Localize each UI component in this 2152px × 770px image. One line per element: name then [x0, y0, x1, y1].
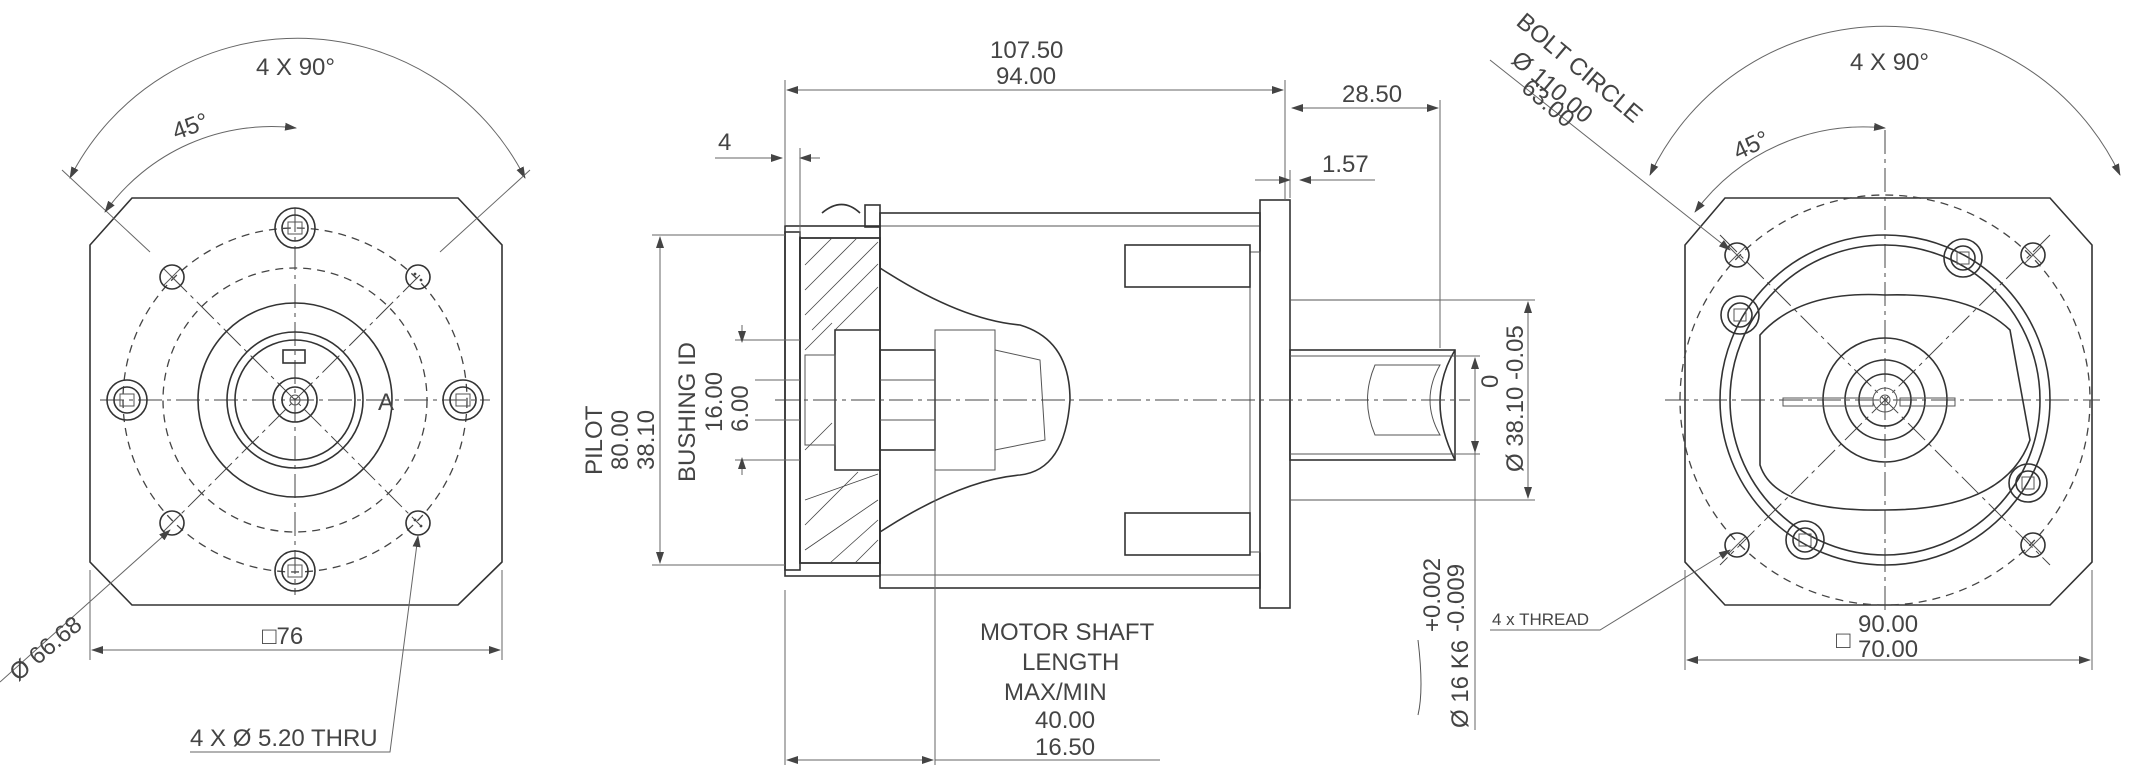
left-bolt-head — [442, 379, 484, 421]
right-bolt-head — [2008, 463, 2048, 503]
output-flange — [1259, 199, 1291, 609]
flange-offset: 1.57 — [1322, 151, 1369, 178]
output-shaft — [1289, 349, 1456, 461]
right-outline — [1684, 197, 2093, 606]
left-angle-45: 45° — [169, 108, 212, 146]
shaft-length: 28.50 — [1342, 81, 1402, 108]
motor-shaft-line-1: MOTOR SHAFT — [980, 619, 1155, 646]
shaft-dia: Ø 38.10 -0.05 — [1502, 325, 1529, 472]
right-end-view: 4 X 90° 45° BOLT CIRCLE Ø 110.00 63.00 4… — [1489, 8, 2121, 670]
left-angle-total: 4 X 90° — [256, 54, 335, 81]
flange-step: 4 — [718, 129, 731, 156]
left-thru-hole — [405, 510, 431, 536]
right-thread-hole — [1724, 532, 1750, 558]
right-angle-total: 4 X 90° — [1850, 49, 1929, 76]
shaft-tol-upper: 0 — [1477, 375, 1504, 388]
right-thread-hole — [2020, 532, 2046, 558]
left-bolt-circle — [122, 227, 468, 573]
motor-shaft-min: 16.50 — [1035, 734, 1095, 761]
left-thru-hole — [159, 264, 185, 290]
left-label-a: A — [378, 389, 394, 416]
motor-shaft-line-3: MAX/MIN — [1004, 679, 1107, 706]
right-bolt-head — [1785, 520, 1825, 560]
motor-shaft-max: 40.00 — [1035, 707, 1095, 734]
right-square-2: 70.00 — [1858, 636, 1918, 663]
output-tol-lower: -0.009 — [1443, 564, 1470, 632]
bushing-id-2: 6.00 — [727, 385, 754, 432]
body-length: 94.00 — [996, 63, 1056, 90]
left-thru-hole — [159, 510, 185, 536]
output-shaft-dia: Ø 16 K6 — [1447, 640, 1474, 728]
right-bolt-head — [1943, 238, 1983, 278]
left-end-view: A 4 X 90° 45° □76 Ø 66.68 4 X Ø 5.20 THR… — [0, 37, 531, 753]
left-bolt-circle-dia: Ø 66.68 — [5, 611, 88, 687]
left-thru-hole — [405, 264, 431, 290]
motor-shaft-line-2: LENGTH — [1022, 649, 1119, 676]
right-thread-note: 4 x THREAD — [1492, 610, 1589, 629]
right-thread-hole — [1724, 242, 1750, 268]
right-bolt-circle — [1679, 194, 2091, 606]
right-thread-hole — [2020, 242, 2046, 268]
left-holes-note: 4 X Ø 5.20 THRU — [190, 725, 378, 752]
right-square-symbol: □ — [1836, 627, 1851, 654]
bushing-id-1: 16.00 — [701, 372, 728, 432]
right-angle-45: 45° — [1729, 126, 1773, 166]
pilot-dia-2: 38.10 — [633, 410, 660, 470]
bushing-label: BUSHING ID — [674, 342, 701, 482]
side-section-view: 107.50 94.00 28.50 1.57 4 PILOT 80.00 38… — [581, 37, 1535, 765]
left-outline — [89, 197, 503, 606]
overall-length: 107.50 — [990, 37, 1063, 64]
pilot-dia-1: 80.00 — [607, 410, 634, 470]
left-bolt-head — [274, 550, 316, 592]
left-square-size: □76 — [262, 623, 303, 650]
left-bolt-head — [106, 379, 148, 421]
right-square-1: 90.00 — [1858, 611, 1918, 638]
section-hatch — [799, 237, 881, 564]
pilot-label: PILOT — [581, 405, 608, 475]
output-tol-upper: +0.002 — [1419, 558, 1446, 632]
right-bolt-head — [1720, 295, 1760, 335]
